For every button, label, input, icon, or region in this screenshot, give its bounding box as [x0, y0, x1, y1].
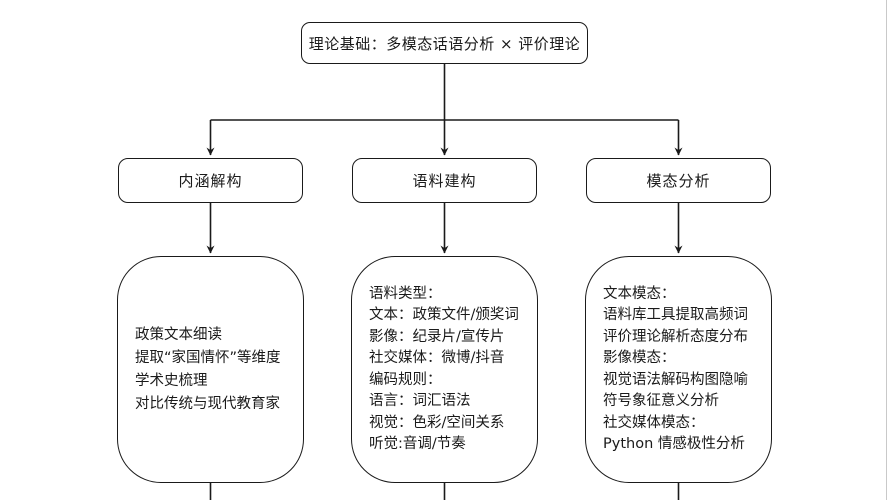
detail-line: 视觉语法解码构图隐喻 [603, 371, 748, 388]
detail-line: 学术史梳理 [135, 372, 208, 389]
detail-line: 社交媒体模态： [603, 414, 705, 431]
detail-line: 文本模态： [603, 285, 676, 302]
right-edge-divider [886, 0, 887, 500]
detail-line: 编码规则： [369, 371, 442, 388]
detail-line: 听觉:音调/节奏 [369, 436, 466, 452]
detail-line: 影像：纪录片/宣传片 [369, 328, 505, 345]
node-connotation-deconstruction-label: 内涵解构 [178, 172, 243, 190]
detail-line: 社交媒体：微博/抖音 [369, 350, 505, 366]
detail-line: 文本：政策文件/颁奖词 [369, 307, 519, 323]
node-theory-foundation: 理论基础：多模态话语分析 × 评价理论 [301, 22, 588, 64]
detail-line: 语料类型： [369, 285, 442, 302]
detail-line: 政策文本细读 [135, 326, 222, 343]
node-theory-foundation-label: 理论基础：多模态话语分析 × 评价理论 [308, 34, 581, 53]
detail-line: 视觉：色彩/空间关系 [369, 414, 505, 431]
detail-connotation-deconstruction: 政策文本细读 提取“家国情怀”等维度 学术史梳理 对比传统与现代教育家 [117, 256, 304, 483]
detail-line: 提取“家国情怀”等维度 [135, 349, 281, 366]
detail-line: 符号象征意义分析 [603, 393, 719, 409]
node-modality-analysis-label: 模态分析 [646, 172, 711, 190]
detail-modality-analysis: 文本模态： 语料库工具提取高频词 评价理论解析态度分布 影像模态： 视觉语法解码… [585, 256, 772, 483]
node-connotation-deconstruction: 内涵解构 [118, 158, 303, 203]
detail-line: Python 情感极性分析 [603, 436, 745, 452]
node-corpus-construction-label: 语料建构 [412, 172, 477, 190]
detail-line: 语料库工具提取高频词 [603, 307, 748, 323]
detail-line: 对比传统与现代教育家 [135, 395, 280, 412]
node-corpus-construction: 语料建构 [352, 158, 537, 203]
detail-corpus-construction: 语料类型： 文本：政策文件/颁奖词 影像：纪录片/宣传片 社交媒体：微博/抖音 … [351, 256, 538, 483]
detail-line: 影像模态： [603, 350, 676, 366]
detail-line: 语言：词汇语法 [369, 393, 471, 409]
node-modality-analysis: 模态分析 [586, 158, 771, 203]
detail-line: 评价理论解析态度分布 [603, 328, 748, 345]
